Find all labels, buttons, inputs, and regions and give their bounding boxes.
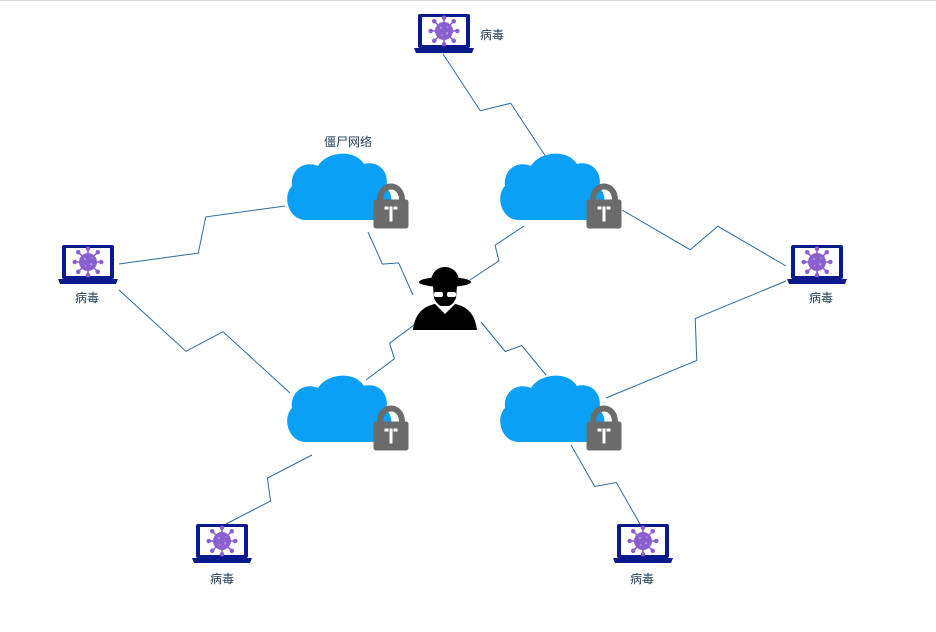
virus-label-laptop-bottom-left: 病毒 xyxy=(210,572,235,586)
lightning-link-hacker-to-cloud-top-right xyxy=(469,225,525,281)
lightning-link-laptop-left-to-cloud-bottom-left xyxy=(118,289,291,394)
virus-label-laptop-right: 病毒 xyxy=(809,291,834,305)
lock-icon xyxy=(374,409,408,451)
top-border xyxy=(0,0,936,1)
cloud-top-left[interactable] xyxy=(287,153,408,229)
cloud-bottom-right[interactable] xyxy=(500,375,621,451)
lightning-link-hacker-to-cloud-top-left xyxy=(367,231,414,296)
laptop-left[interactable] xyxy=(58,245,118,284)
laptop-base xyxy=(192,558,252,563)
nodes-layer xyxy=(58,14,847,563)
lightning-link-hacker-to-cloud-bottom-right xyxy=(480,321,547,376)
virus-label-laptop-left: 病毒 xyxy=(75,291,100,305)
cloud-bottom-left[interactable] xyxy=(287,375,408,451)
laptop-base xyxy=(613,558,673,563)
botnet-label: 僵尸网络 xyxy=(324,135,373,149)
cloud-top-right[interactable] xyxy=(500,153,621,229)
laptop-right[interactable] xyxy=(787,245,847,284)
lightning-link-laptop-left-to-cloud-top-left xyxy=(118,205,286,265)
lightning-link-laptop-right-to-cloud-bottom-right xyxy=(605,280,787,399)
laptop-base xyxy=(787,279,847,284)
laptop-base xyxy=(58,279,118,284)
virus-label-laptop-top: 病毒 xyxy=(480,28,505,42)
virus-icon xyxy=(801,246,833,278)
lock-icon xyxy=(587,409,621,451)
lock-icon xyxy=(374,187,408,229)
hacker-icon[interactable] xyxy=(413,267,477,330)
lightning-link-laptop-bottom-left-to-cloud-bottom-left xyxy=(225,454,313,525)
edges-layer xyxy=(118,53,787,525)
lightning-link-laptop-right-to-cloud-top-right xyxy=(621,209,787,267)
lightning-link-laptop-bottom-right-to-cloud-bottom-right xyxy=(570,444,641,525)
virus-icon xyxy=(627,525,659,557)
laptop-bottom-left[interactable] xyxy=(192,524,252,563)
lightning-link-laptop-top-to-cloud-top-right xyxy=(442,53,549,161)
lightning-link-hacker-to-cloud-bottom-left xyxy=(365,321,419,381)
virus-icon xyxy=(206,525,238,557)
laptop-top[interactable] xyxy=(414,14,474,53)
laptop-base xyxy=(414,48,474,53)
virus-icon xyxy=(72,246,104,278)
virus-label-laptop-bottom-right: 病毒 xyxy=(630,572,655,586)
laptop-bottom-right[interactable] xyxy=(613,524,673,563)
lock-icon xyxy=(587,187,621,229)
virus-icon xyxy=(428,15,460,47)
